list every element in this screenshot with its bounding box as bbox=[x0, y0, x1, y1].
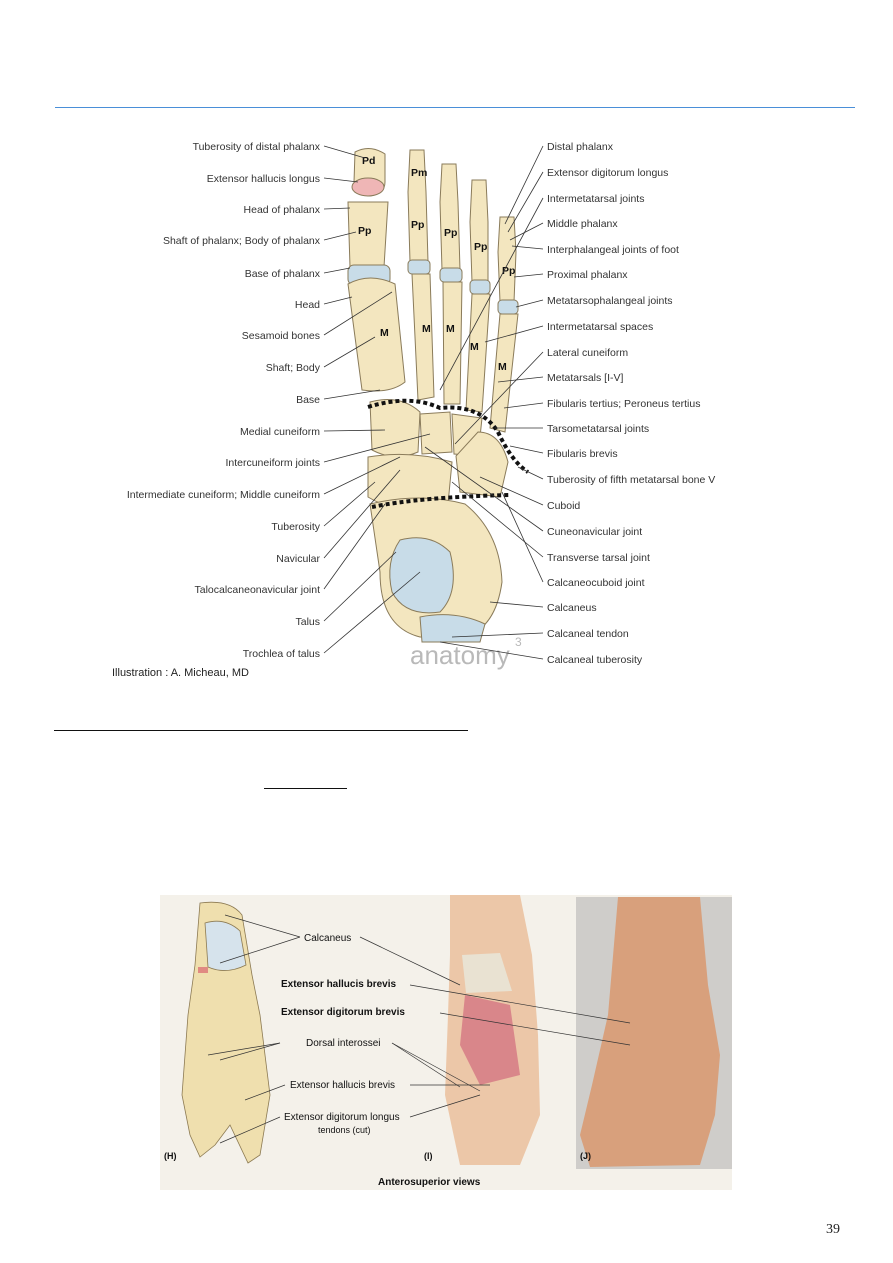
label-right: Middle phalanx bbox=[547, 218, 618, 230]
label-right: Tuberosity of fifth metatarsal bone V bbox=[547, 474, 715, 486]
label-left: Sesamoid bones bbox=[242, 330, 320, 342]
illustration-credit: Illustration : A. Micheau, MD bbox=[112, 667, 249, 679]
label-left: Extensor hallucis longus bbox=[207, 173, 320, 185]
label-dorsal-interossei: Dorsal interossei bbox=[306, 1038, 380, 1049]
label-left: Base of phalanx bbox=[245, 268, 321, 280]
bone-letter-m: M bbox=[422, 323, 431, 335]
label-right: Calcaneal tendon bbox=[547, 628, 629, 640]
label-right: Extensor digitorum longus bbox=[547, 167, 668, 179]
panel-label-h: (H) bbox=[164, 1151, 177, 1161]
leader-lines-right bbox=[424, 145, 544, 660]
label-left: Head bbox=[295, 299, 320, 311]
label-right: Fibularis tertius; Peroneus tertius bbox=[547, 398, 700, 410]
label-right: Distal phalanx bbox=[547, 141, 614, 153]
label-left: Shaft of phalanx; Body of phalanx bbox=[163, 235, 321, 247]
label-left: Intercuneiform joints bbox=[225, 457, 320, 469]
label-edl-sub: tendons (cut) bbox=[318, 1125, 371, 1135]
label-right: Cuboid bbox=[547, 500, 580, 512]
label-right: Calcaneus bbox=[547, 602, 597, 614]
watermark-number: 3 bbox=[515, 635, 522, 649]
label-right: Metatarsals [I-V] bbox=[547, 372, 624, 384]
bone-letter-m: M bbox=[380, 327, 389, 339]
header-rule bbox=[55, 107, 855, 108]
label-left: Talus bbox=[295, 616, 320, 628]
foot-skeleton-figure: Pd Pm Pp Pp Pp Pp Pp M M M M M anatomy 3… bbox=[127, 141, 715, 670]
labels-right: Distal phalanx Extensor digitorum longus… bbox=[547, 141, 715, 666]
bone-letter-m: M bbox=[446, 323, 455, 335]
bone-letter-pp: Pp bbox=[474, 241, 487, 253]
subheading-underline bbox=[264, 788, 347, 789]
label-ehb-bold: Extensor hallucis brevis bbox=[281, 979, 396, 990]
page-number: 39 bbox=[826, 1222, 840, 1237]
label-left: Base bbox=[296, 394, 320, 406]
label-right: Transverse tarsal joint bbox=[547, 552, 650, 564]
bone-letter-pm: Pm bbox=[411, 167, 427, 179]
label-left: Intermediate cuneiform; Middle cuneiform bbox=[127, 489, 320, 501]
bone-letter-pp: Pp bbox=[358, 225, 371, 237]
bone-letter-m: M bbox=[470, 341, 479, 353]
panel-label-j: (J) bbox=[580, 1151, 591, 1161]
label-right: Calcaneocuboid joint bbox=[547, 577, 645, 589]
figure-caption: Anterosuperior views bbox=[378, 1177, 481, 1188]
label-left: Navicular bbox=[276, 553, 320, 565]
panel-label-i: (I) bbox=[424, 1151, 433, 1161]
panel-j-photo bbox=[576, 897, 732, 1169]
watermark-logo: anatomy bbox=[410, 640, 510, 670]
label-left: Head of phalanx bbox=[244, 204, 321, 216]
label-calcaneus: Calcaneus bbox=[304, 933, 351, 944]
label-left: Shaft; Body bbox=[266, 362, 321, 374]
label-edl: Extensor digitorum longus bbox=[284, 1112, 400, 1123]
label-left: Trochlea of talus bbox=[243, 648, 320, 660]
fig2-leader-lines bbox=[207, 914, 631, 1144]
label-ehb: Extensor hallucis brevis bbox=[290, 1080, 395, 1091]
label-right: Interphalangeal joints of foot bbox=[547, 244, 679, 256]
label-right: Intermetatarsal spaces bbox=[547, 321, 653, 333]
panel-i-muscles bbox=[445, 895, 540, 1165]
label-right: Metatarsophalangeal joints bbox=[547, 295, 673, 307]
label-left: Tuberosity of distal phalanx bbox=[193, 141, 321, 153]
joint-dashed-lines bbox=[367, 398, 530, 509]
panel-h-skeleton bbox=[181, 901, 271, 1164]
bone-letter-pd: Pd bbox=[362, 155, 375, 167]
bone-letter-pp: Pp bbox=[411, 219, 424, 231]
label-right: Intermetatarsal joints bbox=[547, 193, 644, 205]
label-left: Medial cuneiform bbox=[240, 426, 320, 438]
label-edb-bold: Extensor digitorum brevis bbox=[281, 1007, 405, 1018]
label-right: Lateral cuneiform bbox=[547, 347, 628, 359]
label-right: Proximal phalanx bbox=[547, 269, 628, 281]
label-left: Talocalcaneonavicular joint bbox=[195, 584, 321, 596]
bone-letter-group: Pd Pm Pp Pp Pp Pp Pp M M M M M bbox=[358, 155, 515, 373]
label-right: Fibularis brevis bbox=[547, 448, 618, 460]
foot-bones bbox=[347, 148, 519, 643]
dorsal-foot-muscles-figure: Calcaneus Extensor hallucis brevis Exten… bbox=[160, 895, 732, 1190]
bone-letter-m: M bbox=[498, 361, 507, 373]
label-right: Tarsometatarsal joints bbox=[547, 423, 649, 435]
bone-letter-pp: Pp bbox=[444, 227, 457, 239]
leader-lines-left bbox=[323, 145, 431, 654]
heading-underline bbox=[54, 730, 468, 731]
label-left: Tuberosity bbox=[271, 521, 320, 533]
label-right: Calcaneal tuberosity bbox=[547, 654, 643, 666]
labels-left: Tuberosity of distal phalanx Extensor ha… bbox=[127, 141, 321, 660]
label-right: Cuneonavicular joint bbox=[547, 526, 642, 538]
